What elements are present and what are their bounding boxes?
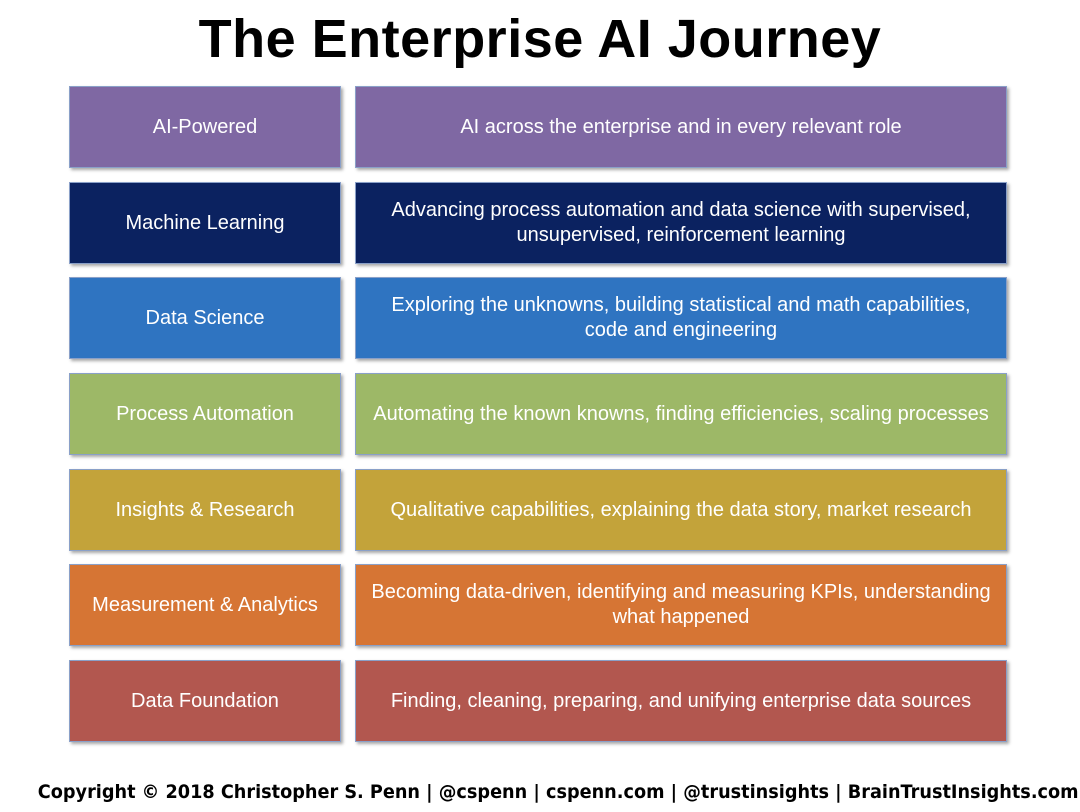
journey-row: Insights & Research Qualitative capabili… <box>69 469 1007 551</box>
copyright-footer: Copyright © 2018 Christopher S. Penn | @… <box>37 781 1079 803</box>
level-label-machine-learning: Machine Learning <box>69 182 341 264</box>
journey-row: Measurement & Analytics Becoming data-dr… <box>69 564 1007 646</box>
page-title: The Enterprise AI Journey <box>198 9 882 69</box>
level-description-measurement-analytics: Becoming data-driven, identifying and me… <box>355 564 1007 646</box>
level-label-insights-research: Insights & Research <box>69 469 341 551</box>
level-label-data-science: Data Science <box>69 277 341 359</box>
journey-row: AI-Powered AI across the enterprise and … <box>69 86 1007 168</box>
journey-row: Machine Learning Advancing process autom… <box>69 182 1007 264</box>
level-label-ai-powered: AI-Powered <box>69 86 341 168</box>
level-description-process-automation: Automating the known knowns, finding eff… <box>355 373 1007 455</box>
level-description-machine-learning: Advancing process automation and data sc… <box>355 182 1007 264</box>
level-description-data-science: Exploring the unknowns, building statist… <box>355 277 1007 359</box>
level-description-ai-powered: AI across the enterprise and in every re… <box>355 86 1007 168</box>
level-label-data-foundation: Data Foundation <box>69 660 341 742</box>
journey-row: Data Science Exploring the unknowns, bui… <box>69 277 1007 359</box>
level-description-insights-research: Qualitative capabilities, explaining the… <box>355 469 1007 551</box>
journey-row: Data Foundation Finding, cleaning, prepa… <box>69 660 1007 742</box>
journey-row: Process Automation Automating the known … <box>69 373 1007 455</box>
level-description-data-foundation: Finding, cleaning, preparing, and unifyi… <box>355 660 1007 742</box>
level-label-process-automation: Process Automation <box>69 373 341 455</box>
level-label-measurement-analytics: Measurement & Analytics <box>69 564 341 646</box>
